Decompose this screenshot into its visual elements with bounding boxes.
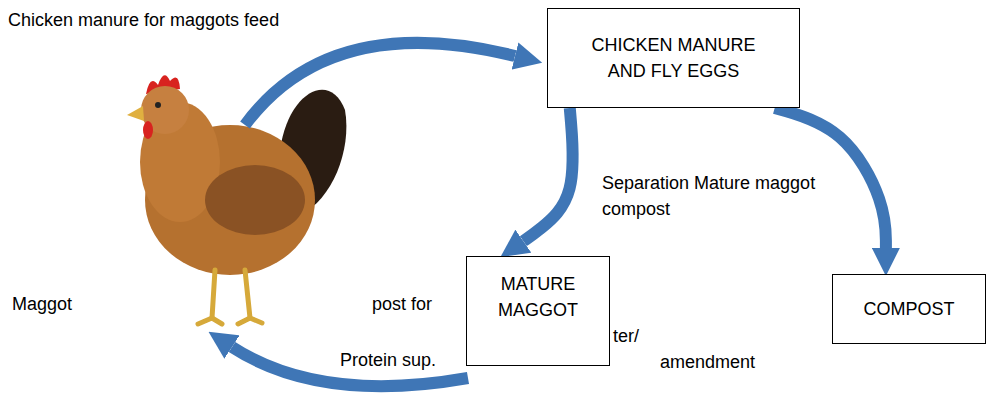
flow-arrow <box>523 108 572 241</box>
note-label: post for <box>372 294 432 316</box>
eye <box>155 102 161 108</box>
note-label: Protein sup. <box>340 350 436 372</box>
box-text: MATURE MAGGOT <box>475 271 601 323</box>
note-label: amendment <box>660 352 755 374</box>
protein-arrow <box>232 347 468 386</box>
legs <box>198 270 262 324</box>
wattle <box>143 121 153 139</box>
process-box: MATURE MAGGOT <box>466 256 610 366</box>
box-text: COMPOST <box>863 296 954 322</box>
beak <box>127 106 144 121</box>
process-box: COMPOST <box>832 274 986 344</box>
box-text: CHICKEN MANURE AND FLY EGGS <box>584 32 763 84</box>
feed-arrow <box>245 43 515 125</box>
note-label: Chicken manure for maggots feed <box>8 10 279 32</box>
wing <box>205 165 305 235</box>
note-label: ter/ <box>613 326 639 348</box>
edge-label: Separation Mature maggot compost <box>600 170 829 222</box>
note-label: Maggot <box>12 294 72 316</box>
process-box: CHICKEN MANURE AND FLY EGGS <box>547 8 800 108</box>
